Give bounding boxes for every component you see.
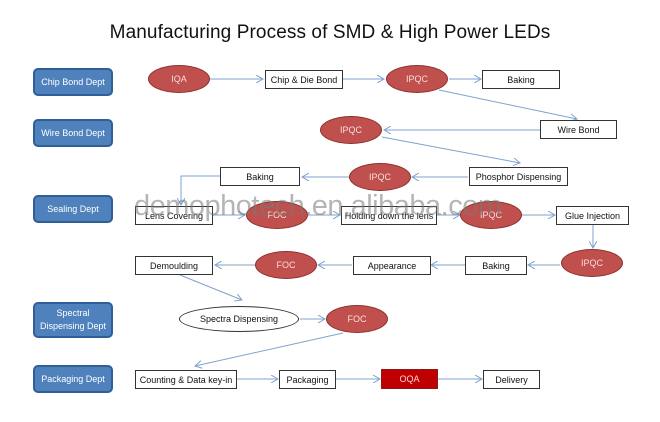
node-ipqc-3: IPQC: [349, 163, 411, 191]
diagram-title: Manufacturing Process of SMD & High Powe…: [109, 22, 551, 43]
node-ipqc-1: IPQC: [386, 65, 448, 93]
arrow-ipqc1-to-wirebond: [438, 89, 577, 119]
dept-label: Spectral Dispensing Dept: [39, 308, 107, 331]
node-ipqc-2: IPQC: [320, 116, 382, 144]
dept-label: Wire Bond Dept: [41, 127, 105, 138]
arrow-ipqc2-to-phosphor: [381, 136, 520, 163]
node-delivery: Delivery: [483, 370, 540, 389]
dept-spectral-dispensing: Spectral Dispensing Dept: [33, 302, 113, 338]
dept-label: Sealing Dept: [47, 203, 99, 214]
node-baking-2: Baking: [220, 167, 300, 186]
dept-wire-bond: Wire Bond Dept: [33, 119, 113, 147]
node-phosphor-dispensing: Phosphor Dispensing: [469, 167, 568, 186]
node-oqa: OQA: [381, 369, 438, 389]
dept-chip-bond: Chip Bond Dept: [33, 68, 113, 96]
node-demoulding: Demoulding: [135, 256, 213, 275]
node-foc-3: FOC: [326, 305, 388, 333]
node-spectra-dispensing: Spectra Dispensing: [179, 306, 299, 332]
dept-label: Packaging Dept: [41, 373, 105, 384]
node-glue-injection: Glue Injection: [556, 206, 629, 225]
arrow-foc3-to-counting: [195, 332, 344, 366]
node-ipqc-4: IPQC: [460, 201, 522, 229]
node-baking-3: Baking: [465, 256, 527, 275]
arrow-baking2-to-lenscovering: [181, 175, 237, 205]
node-baking-1: Baking: [482, 70, 560, 89]
dept-packaging: Packaging Dept: [33, 365, 113, 393]
node-ipqc-5: IPQC: [561, 249, 623, 277]
node-foc-2: FOC: [255, 251, 317, 279]
node-counting-data-keyin: Counting & Data key-in: [135, 370, 237, 389]
node-iqa: IQA: [148, 65, 210, 93]
node-foc-1: FOC: [246, 201, 308, 229]
node-chip-die-bond: Chip & Die Bond: [265, 70, 343, 89]
dept-label: Chip Bond Dept: [41, 76, 105, 87]
node-wire-bond: Wire Bond: [540, 120, 617, 139]
arrow-demoulding-to-spectra: [179, 274, 242, 300]
node-holding-down-lens: Holding down the lens: [341, 206, 437, 225]
node-packaging: Packaging: [279, 370, 336, 389]
node-appearance: Appearance: [353, 256, 431, 275]
dept-sealing: Sealing Dept: [33, 195, 113, 223]
node-lens-covering: Lens Covering: [135, 206, 213, 225]
